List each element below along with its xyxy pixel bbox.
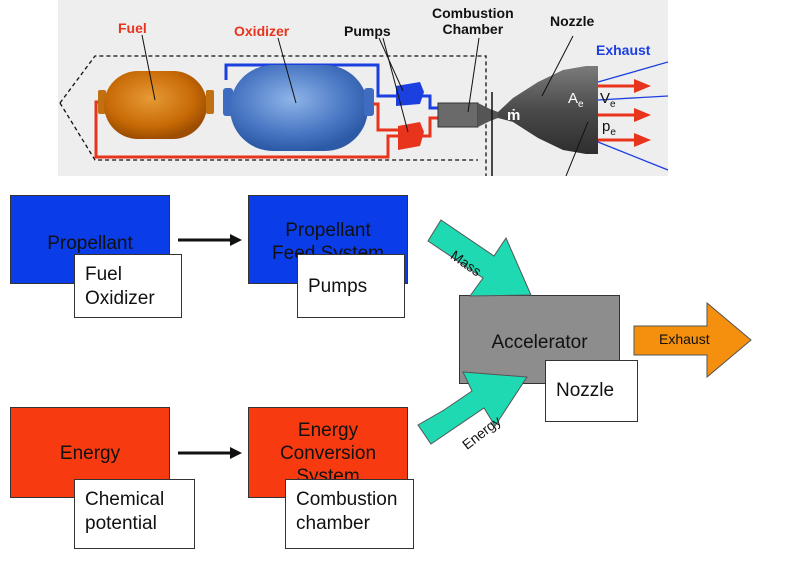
mass-arrow (427, 219, 532, 297)
combustion-chamber-label: Combustion Chamber (432, 5, 514, 37)
fuel-tank (104, 71, 207, 139)
ve-symbol: Ve (600, 90, 616, 110)
oxidizer-label: Oxidizer (234, 23, 290, 39)
oxidizer-feed-line (224, 63, 396, 98)
propellant-label: Propellant (47, 233, 133, 254)
fuel-pump (398, 122, 424, 150)
combustion-chamber (437, 102, 479, 128)
fuel-item: Fuel (85, 264, 122, 285)
chemical-item: Chemical (85, 489, 165, 510)
exhaust-schematic-label: Exhaust (596, 42, 651, 58)
pumps-item: Pumps (308, 276, 368, 297)
nozzle (478, 103, 498, 127)
accelerator-sub-box: Nozzle (545, 360, 638, 422)
energy-label: Energy (59, 443, 121, 464)
pe-symbol: pe (602, 118, 616, 138)
feed-system-sub-box: Pumps (297, 254, 405, 318)
pumps-label: Pumps (344, 23, 391, 39)
mdot-symbol: ṁ (507, 107, 521, 124)
fuel-label: Fuel (118, 20, 147, 36)
energy-flow-arrow (417, 371, 528, 445)
oxidizer-item: Oxidizer (85, 288, 155, 309)
potential-item: potential (85, 513, 157, 534)
energy-sub-box: Chemical potential (74, 479, 195, 549)
exhaust-arrow-label: Exhaust (659, 331, 710, 347)
rocket-schematic: Fuel Oxidizer Pumps Combustion Chamber N… (58, 0, 668, 176)
fuel-feed-line (94, 100, 403, 159)
combustion-item: Combustion (296, 489, 398, 510)
nozzle-item: Nozzle (556, 380, 615, 401)
oxidizer-tank (230, 65, 368, 151)
schematic-drawing (59, 34, 668, 176)
oxidizer-pump (396, 82, 424, 106)
propellant-sub-box: Fuel Oxidizer (74, 254, 182, 318)
vehicle-outline (59, 55, 487, 176)
conversion-sub-box: Combustion chamber (285, 479, 414, 549)
accelerator-label: Accelerator (491, 332, 588, 353)
chamber-item: chamber (296, 513, 370, 534)
exhaust-arrow (633, 301, 752, 379)
ae-symbol: Ae (568, 90, 584, 110)
nozzle-label: Nozzle (550, 13, 595, 29)
